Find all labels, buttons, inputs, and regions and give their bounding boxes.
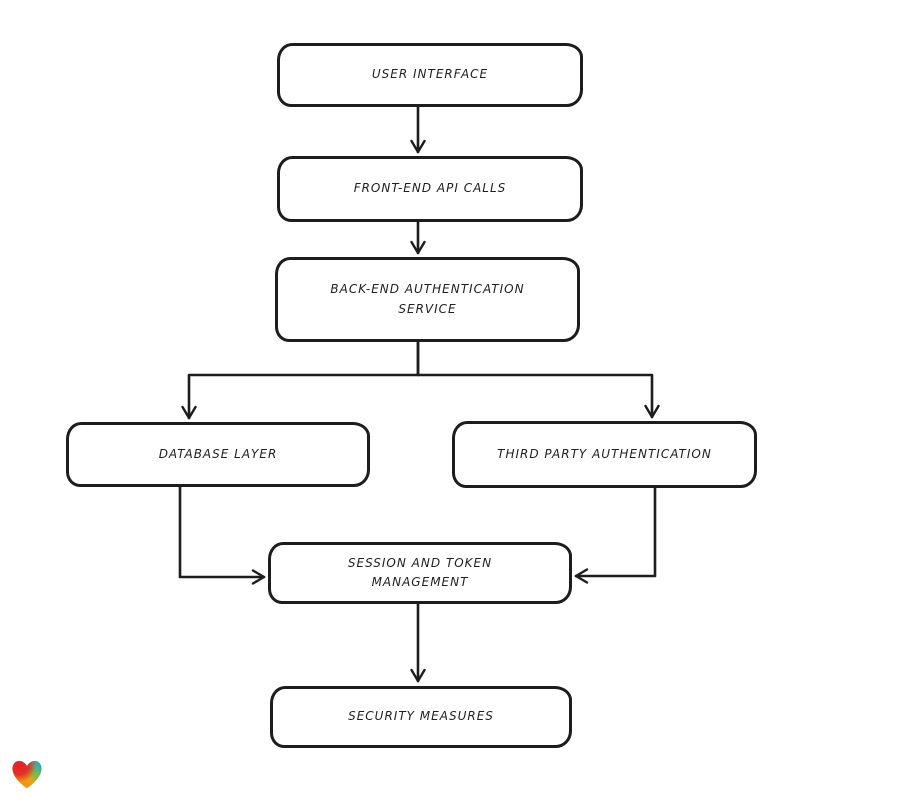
node-label: THIRD PARTY AUTHENTICATION xyxy=(497,446,712,461)
node-frontend-api-calls: FRONT-END API CALLS xyxy=(277,156,583,222)
node-label: BACK-END AUTHENTICATION SERVICE xyxy=(330,282,525,316)
node-label: SECURITY MEASURES xyxy=(348,709,494,724)
edge-third-party-auth-to-session-token xyxy=(574,486,657,584)
node-label: SESSION AND TOKEN MANAGEMENT xyxy=(347,555,493,589)
node-security-measures: SECURITY MEASURES xyxy=(270,686,572,748)
node-backend-authentication-service: BACK-END AUTHENTICATION SERVICE xyxy=(275,257,580,342)
gradient-heart-logo-icon[interactable] xyxy=(10,757,44,791)
node-user-interface: USER INTERFACE xyxy=(277,43,583,107)
node-database-layer: DATABASE LAYER xyxy=(66,422,370,487)
node-label: DATABASE LAYER xyxy=(158,446,278,461)
node-label: FRONT-END API CALLS xyxy=(353,181,507,196)
edge-backend-auth-to-third-party-auth xyxy=(416,340,660,419)
node-session-and-token-management: SESSION AND TOKEN MANAGEMENT xyxy=(268,542,572,604)
edge-database-layer-to-session-token xyxy=(178,485,266,585)
edge-backend-auth-to-database-layer xyxy=(181,340,420,420)
node-third-party-authentication: THIRD PARTY AUTHENTICATION xyxy=(452,421,757,488)
node-label: USER INTERFACE xyxy=(371,67,489,82)
